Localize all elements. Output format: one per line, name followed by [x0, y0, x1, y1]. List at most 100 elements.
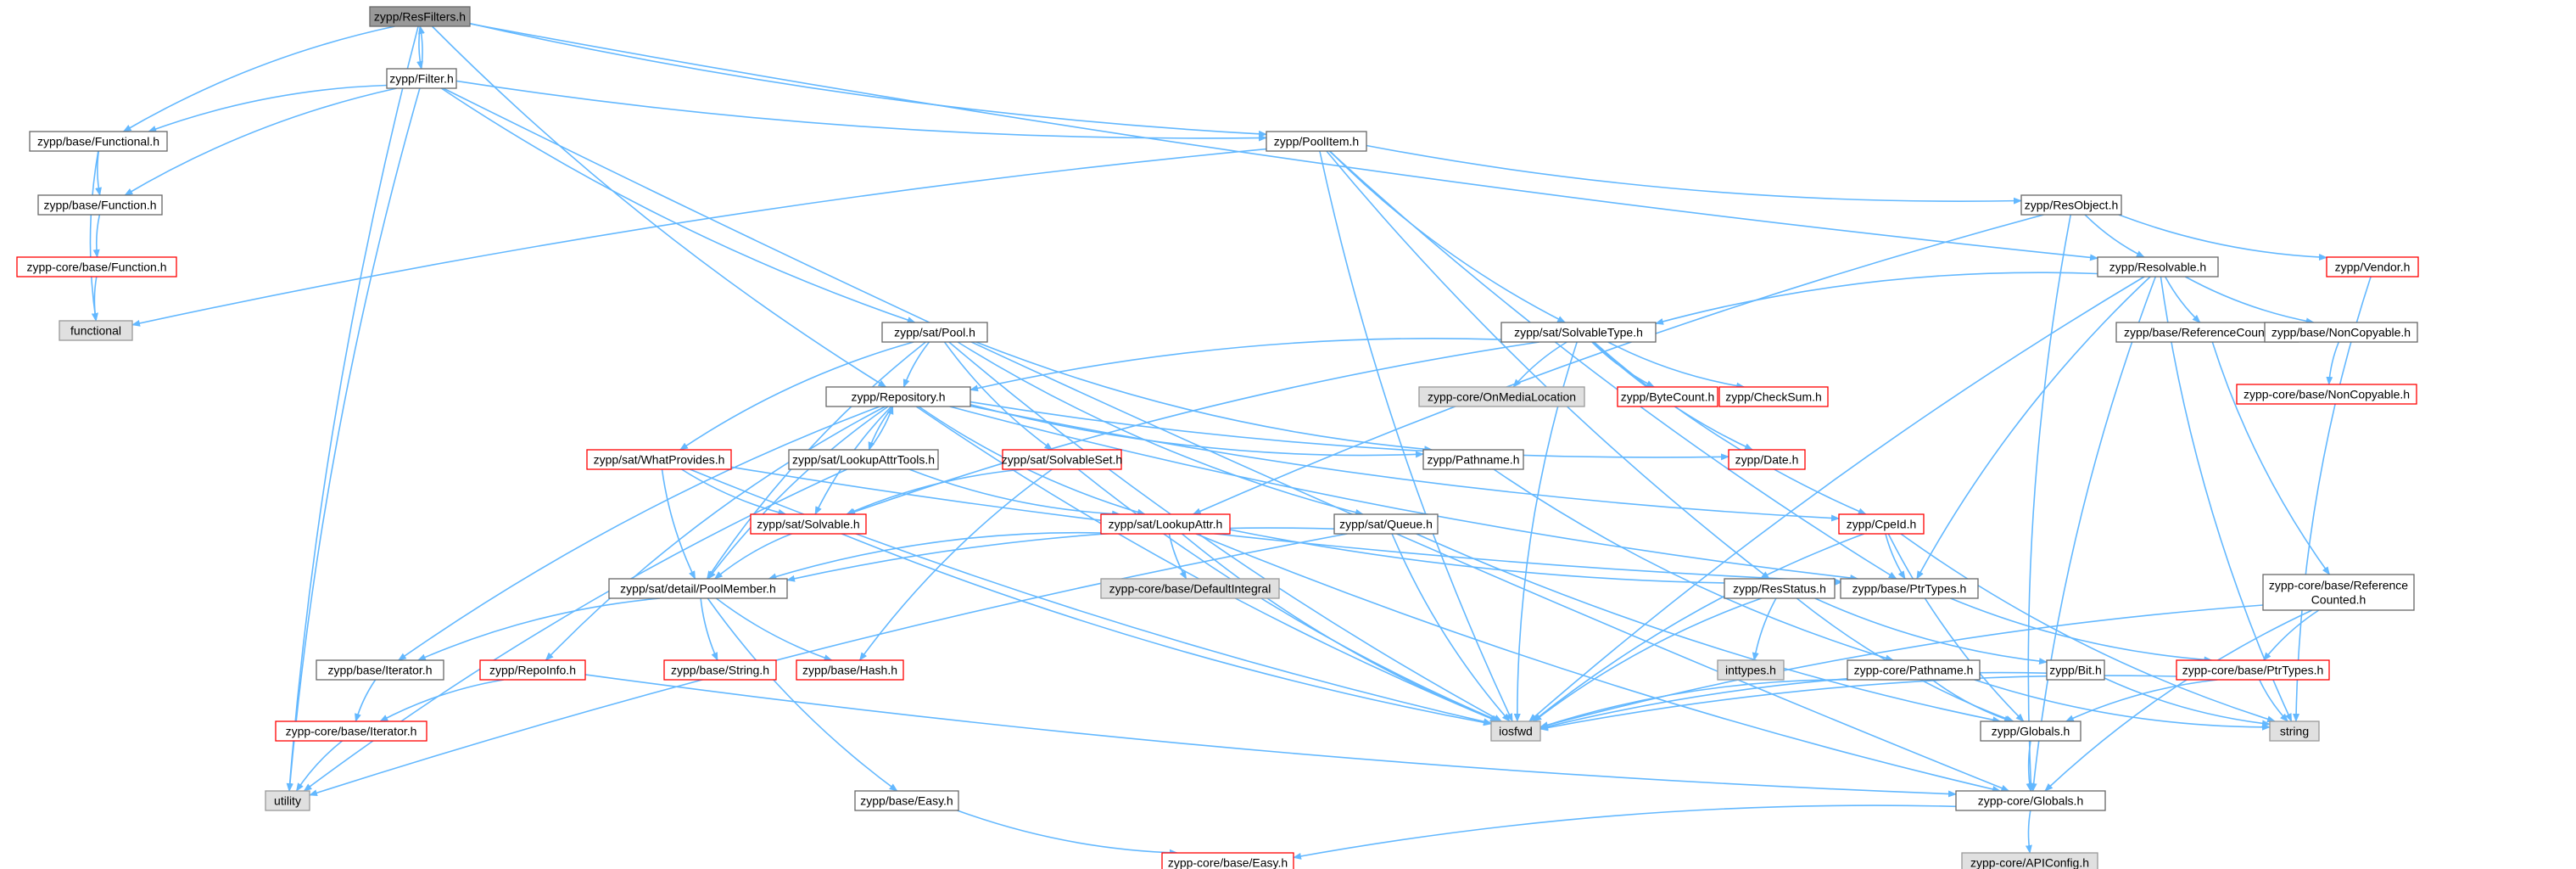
edge-poolmember-to-hash	[715, 597, 833, 661]
node-satpool[interactable]: zypp/sat/Pool.h	[881, 322, 988, 343]
node-resobject[interactable]: zypp/ResObject.h	[2020, 194, 2122, 216]
edge-core_pathname-to-globals	[1931, 679, 2013, 722]
node-label: zypp/base/PtrTypes.h	[1852, 582, 1967, 596]
node-bytecount[interactable]: zypp/ByteCount.h	[1617, 386, 1718, 407]
edge-solvable-to-iosfwd	[841, 533, 1492, 726]
edge-resfilters-to-poolitem	[469, 22, 1267, 137]
node-box	[1961, 852, 2098, 869]
node-poolitem[interactable]: zypp/PoolItem.h	[1266, 131, 1367, 152]
node-box	[608, 578, 788, 599]
node-bit[interactable]: zypp/Bit.h	[2046, 659, 2105, 681]
node-hash[interactable]: zypp/base/Hash.h	[796, 659, 904, 681]
node-functional_h[interactable]: zypp/base/Functional.h	[29, 131, 168, 152]
node-string_h[interactable]: zypp/base/String.h	[663, 659, 777, 681]
node-lookupattr[interactable]: zypp/sat/LookupAttr.h	[1100, 513, 1231, 535]
edge-solvableset-to-solvable	[846, 468, 1024, 515]
edge-refcounted-to-core_refcounted	[2211, 341, 2331, 575]
node-core_function[interactable]: zypp-core/base/Function.h	[16, 256, 177, 278]
node-functional: functional	[59, 320, 133, 341]
edge-whatprovides-to-iosfwd	[689, 468, 1492, 726]
node-label: zypp/sat/LookupAttrTools.h	[792, 453, 935, 467]
node-solvableset[interactable]: zypp/sat/SolvableSet.h	[1002, 449, 1122, 470]
edge-solvabletype-to-cpeid	[1593, 341, 1867, 515]
node-core_noncopyable[interactable]: zypp-core/base/NonCopyable.h	[2236, 384, 2417, 405]
node-core_refcounted[interactable]: zypp-core/base/ReferenceCounted.h	[2262, 574, 2415, 611]
edge-core_ptrtypes-to-string	[2259, 679, 2288, 722]
node-label: zypp/ByteCount.h	[1621, 390, 1715, 404]
node-repository[interactable]: zypp/Repository.h	[825, 386, 971, 407]
node-lookupattrtools[interactable]: zypp/sat/LookupAttrTools.h	[788, 449, 939, 470]
edge-core_refcounted-to-core_globals	[2044, 609, 2313, 792]
node-solvabletype[interactable]: zypp/sat/SolvableType.h	[1500, 322, 1657, 343]
edge-repoinfo-to-core_globals	[584, 674, 1957, 798]
node-whatprovides[interactable]: zypp/sat/WhatProvides.h	[586, 449, 732, 470]
node-poolmember[interactable]: zypp/sat/detail/PoolMember.h	[608, 578, 788, 599]
node-core_iterator[interactable]: zypp-core/base/Iterator.h	[275, 720, 427, 742]
node-noncopyable[interactable]: zypp/base/NonCopyable.h	[2264, 322, 2418, 343]
node-ptrtypes[interactable]: zypp/base/PtrTypes.h	[1840, 578, 1979, 599]
node-iosfwd: iosfwd	[1490, 720, 1541, 742]
edge-satpool-to-repository	[902, 341, 930, 388]
node-label: zypp/sat/SolvableSet.h	[1002, 453, 1122, 467]
node-solvable[interactable]: zypp/sat/Solvable.h	[750, 513, 867, 535]
node-label: zypp-core/base/NonCopyable.h	[2244, 388, 2410, 401]
node-resfilters: zypp/ResFilters.h	[369, 6, 471, 27]
node-label: zypp/sat/WhatProvides.h	[594, 453, 725, 467]
node-label: zypp-core/Globals.h	[1978, 794, 2084, 808]
node-repoinfo[interactable]: zypp/RepoInfo.h	[479, 659, 586, 681]
node-label: zypp/sat/Queue.h	[1339, 518, 1433, 531]
node-box	[1955, 790, 2106, 811]
node-resstatus[interactable]: zypp/ResStatus.h	[1724, 578, 1836, 599]
node-core_globals[interactable]: zypp-core/Globals.h	[1955, 790, 2106, 811]
node-label: zypp/base/Easy.h	[860, 794, 953, 808]
node-refcounted[interactable]: zypp/base/ReferenceCounted.h	[2115, 322, 2299, 343]
edge-resfilters-to-repository	[431, 25, 887, 388]
edge-lookupattrtools-to-repository	[868, 406, 894, 451]
edge-resolvable-to-core_globals	[2030, 276, 2157, 792]
edge-queue-to-iosfwd	[1391, 533, 1511, 722]
node-resolvable[interactable]: zypp/Resolvable.h	[2097, 256, 2219, 278]
node-date[interactable]: zypp/Date.h	[1728, 449, 1806, 470]
node-box	[1100, 513, 1231, 535]
node-box	[663, 659, 777, 681]
node-label: Counted.h	[2311, 593, 2366, 607]
node-function_h[interactable]: zypp/base/Function.h	[37, 194, 163, 216]
edge-solvableset-to-hash	[858, 468, 1053, 661]
node-box	[1500, 322, 1657, 343]
node-box	[1847, 659, 1981, 681]
node-queue[interactable]: zypp/sat/Queue.h	[1333, 513, 1439, 535]
node-box	[788, 449, 939, 470]
node-box	[2046, 659, 2105, 681]
node-label: utility	[274, 794, 301, 808]
node-label: string	[2280, 725, 2309, 738]
node-box	[275, 720, 427, 742]
edge-poolitem-to-resstatus	[1326, 150, 1770, 580]
node-label: zypp-core/OnMediaLocation	[1428, 390, 1576, 404]
node-box	[1717, 659, 1785, 681]
edge-filter-to-poolitem	[455, 80, 1267, 142]
edge-poolmember-to-string_h	[700, 597, 718, 661]
edge-cpeid-to-string	[1900, 533, 2276, 723]
node-cpeid[interactable]: zypp/CpeId.h	[1838, 513, 1925, 535]
node-vendor[interactable]: zypp/Vendor.h	[2326, 256, 2419, 278]
edge-satpool-to-pathname	[975, 341, 1433, 453]
node-pathname[interactable]: zypp/Pathname.h	[1422, 449, 1524, 470]
edge-repository-to-cpeid	[969, 405, 1840, 522]
edge-lookupattrtools-to-lookupattr	[908, 468, 1121, 518]
node-core_pathname[interactable]: zypp-core/Pathname.h	[1847, 659, 1981, 681]
node-globals[interactable]: zypp/Globals.h	[1980, 720, 2081, 742]
edge-globals-to-core_globals	[2026, 740, 2033, 792]
node-iterator[interactable]: zypp/base/Iterator.h	[316, 659, 444, 681]
edge-noncopyable-to-core_noncopyable	[2326, 341, 2340, 385]
edge-lookupattr-to-ptrtypes	[1229, 529, 1841, 586]
node-easy[interactable]: zypp/base/Easy.h	[854, 790, 959, 811]
node-apiconfig: zypp-core/APIConfig.h	[1961, 852, 2098, 869]
edge-resolvable-to-noncopyable	[2184, 276, 2315, 325]
node-label: iosfwd	[1499, 725, 1533, 738]
node-core_ptrtypes[interactable]: zypp-core/base/PtrTypes.h	[2176, 659, 2330, 681]
node-core_easy[interactable]: zypp-core/base/Easy.h	[1161, 852, 1294, 869]
node-filter[interactable]: zypp/Filter.h	[386, 68, 457, 89]
node-label: zypp/Date.h	[1735, 453, 1799, 467]
node-checksum[interactable]: zypp/CheckSum.h	[1718, 386, 1829, 407]
